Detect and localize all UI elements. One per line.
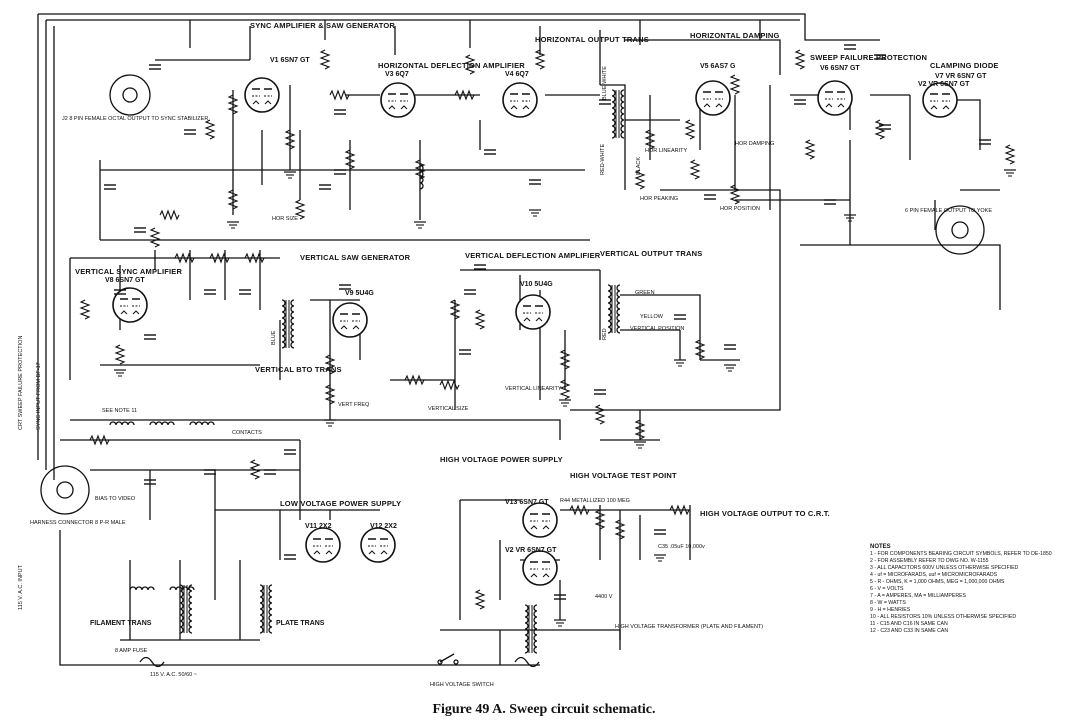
label-sweep-fail: SWEEP FAILURE PROTECTION	[810, 53, 927, 62]
label-hv-test: HIGH VOLTAGE TEST POINT	[570, 471, 677, 480]
note-item: 12 - C23 AND C33 IN SAME CAN	[870, 628, 949, 634]
label-hv-cap: C35 .05uF 10,000v	[658, 544, 705, 550]
switch-symbol	[439, 653, 455, 663]
tube-label-v11: V11 2X2	[305, 523, 332, 530]
note-item: 1 - FOR COMPONENTS BEARING CIRCUIT SYMBO…	[870, 551, 1052, 557]
tube-label-v9: V9 5U4G	[345, 290, 374, 297]
tube-label-v7: V7 VR 6SN7 GT	[935, 73, 987, 80]
tube-label-v2: V2 VR 6SN7 GT	[918, 81, 970, 88]
label-hor-lin: HOR LINEARITY	[645, 148, 688, 154]
tube-label-v2: V2 VR 6SN7 GT	[505, 547, 557, 554]
fuse-and-switch	[139, 653, 540, 668]
label-black: BLACK	[636, 157, 642, 175]
fuse-symbol	[139, 656, 165, 668]
label-vert-lin: VERTICAL LINEARITY	[505, 386, 562, 392]
vertical-labels: CRT SWEEP FAILURE PROTECTION SYNC INPUT …	[18, 66, 642, 610]
notes-list: 1 - FOR COMPONENTS BEARING CIRCUIT SYMBO…	[870, 551, 1084, 635]
label-horiz-out: HORIZONTAL OUTPUT TRANS	[535, 35, 649, 44]
label-red: RED	[602, 328, 608, 340]
label-blue: BLUE	[271, 330, 277, 345]
label-vert-freq: VERT FREQ	[338, 402, 370, 408]
tube-label-v12: V12 2X2	[370, 523, 397, 530]
label-red-white: RED-WHITE	[600, 144, 606, 175]
label-green: GREEN	[635, 290, 655, 296]
tube-label-v10: V10 5U4G	[520, 281, 553, 288]
label-lvps: LOW VOLTAGE POWER SUPPLY	[280, 499, 401, 508]
label-hor-position: HOR POSITION	[720, 206, 760, 212]
label-ac-input: 115 V. A.C. INPUT	[18, 564, 24, 610]
label-vert-defl: VERTICAL DEFLECTION AMPLIFIER	[465, 251, 601, 260]
note-item: 5 - R - OHMS, K = 1,000 OHMS, MEG = 1,00…	[870, 579, 1005, 585]
tube-label-v4: V4 6Q7	[505, 71, 529, 78]
note-item: 6 - V = VOLTS	[870, 586, 904, 592]
tube-labels: V1 6SN7 GT V3 6Q7 V4 6Q7 V5 6AS7 G V6 6SN7 G…	[105, 57, 987, 554]
label-blue-white: BLUE-WHITE	[602, 66, 608, 100]
label-sync-in: SYNC INPUT FROM DF-17	[36, 362, 42, 430]
label-yellow: YELLOW	[640, 314, 664, 320]
label-plate-trans: PLATE TRANS	[276, 620, 325, 627]
label-contacts: CONTACTS	[232, 430, 262, 436]
figure-caption: Figure 49 A. Sweep circuit schematic.	[432, 702, 656, 717]
note-item: 4 - uf = MICROFARADS, uuf = MICROMICROFA…	[870, 572, 998, 578]
label-hv-out: HIGH VOLTAGE OUTPUT TO C.R.T.	[700, 509, 830, 518]
j2-connector	[109, 74, 151, 116]
note-item: 10 - ALL RESISTORS 10% UNLESS OTHERWISE …	[870, 614, 1017, 620]
label-vert-size: VERTICAL SIZE	[428, 406, 469, 412]
label-hor-size: HOR SIZE	[272, 216, 298, 222]
label-j2: J2 8 PIN FEMALE OCTAL OUTPUT TO SYNC STA…	[62, 116, 208, 122]
schematic-diagram: SYNC AMPLIFIER & SAW GENERATOR HORIZONTA…	[18, 13, 1017, 688]
label-r44: R44 METALLIZED 100 MEG	[560, 498, 630, 504]
label-vert-saw: VERTICAL SAW GENERATOR	[300, 253, 411, 262]
label-crt-fail: CRT SWEEP FAILURE PROTECTION	[18, 336, 24, 430]
label-fil-trans: FILAMENT TRANS	[90, 620, 152, 627]
tube-symbols	[112, 77, 958, 586]
label-hvps: HIGH VOLTAGE POWER SUPPLY	[440, 455, 563, 464]
tube-label-v8: V8 6SN7 GT	[105, 277, 145, 284]
tube-label-v6: V6 6SN7 GT	[820, 65, 860, 72]
label-hor-peaking: HOR PEAKING	[640, 196, 678, 202]
section-labels: SYNC AMPLIFIER & SAW GENERATOR HORIZONTA…	[30, 21, 999, 688]
label-horiz-damp: HORIZONTAL DAMPING	[690, 31, 780, 40]
note-item: 3 - ALL CAPACITORS 600V UNLESS OTHERWISE…	[870, 565, 1019, 571]
label-vert-sync: VERTICAL SYNC AMPLIFIER	[75, 267, 182, 276]
label-yoke: 6 PIN FEMALE OUTPUT TO YOKE	[905, 208, 992, 214]
notes-block: NOTES 1 - FOR COMPONENTS BEARING CIRCUIT…	[870, 544, 1084, 635]
lamp-fuse-symbol	[514, 656, 540, 668]
label-hv-trans: HIGH VOLTAGE TRANSFORMER (PLATE AND FILA…	[615, 624, 763, 630]
label-vert-bto: VERTICAL BTO TRANS	[255, 365, 342, 374]
label-harness: HARNESS CONNECTOR 8 P-R MALE	[30, 520, 126, 526]
label-vert-pos: VERTICAL POSITION	[630, 326, 684, 332]
label-hv-switch: HIGH VOLTAGE SWITCH	[430, 682, 494, 688]
notes-title: NOTES	[870, 544, 891, 550]
tube-label-v3: V3 6Q7	[385, 71, 409, 78]
label-vert-out: VERTICAL OUTPUT TRANS	[600, 249, 702, 258]
note-item: 8 - W = WATTS	[870, 600, 906, 606]
note-item: 11 - C15 AND C16 IN SAME CAN	[870, 621, 948, 627]
note-item: 2 - FOR ASSEMBLY REFER TO DWG NO. W-1155	[870, 558, 989, 564]
label-sync-amp: SYNC AMPLIFIER & SAW GENERATOR	[250, 21, 395, 30]
tube-label-v5: V5 6AS7 G	[700, 63, 736, 70]
label-horiz-defl: HORIZONTAL DEFLECTION AMPLIFIER	[378, 61, 525, 70]
tube-label-v1: V1 6SN7 GT	[270, 57, 310, 64]
harness-connector	[40, 465, 90, 515]
label-ac-line: 115 V. A.C. 50/60 ~	[150, 672, 197, 678]
label-hor-damping: HOR DAMPING	[735, 141, 774, 147]
label-bias: BIAS TO VIDEO	[95, 496, 136, 502]
label-clamp: CLAMPING DIODE	[930, 61, 999, 70]
label-4400v: 4400 V	[595, 594, 613, 600]
connectors	[40, 74, 985, 515]
tube-label-v13: V13 6SN7 GT	[505, 499, 549, 506]
label-see-note: SEE NOTE 11	[102, 408, 137, 414]
label-fuse: 8 AMP FUSE	[115, 648, 148, 654]
yoke-connector	[935, 205, 985, 255]
note-item: 9 - H = HENRIES	[870, 607, 911, 613]
note-item: 7 - A = AMPERES, MA = MILLIAMPERES	[870, 593, 967, 599]
